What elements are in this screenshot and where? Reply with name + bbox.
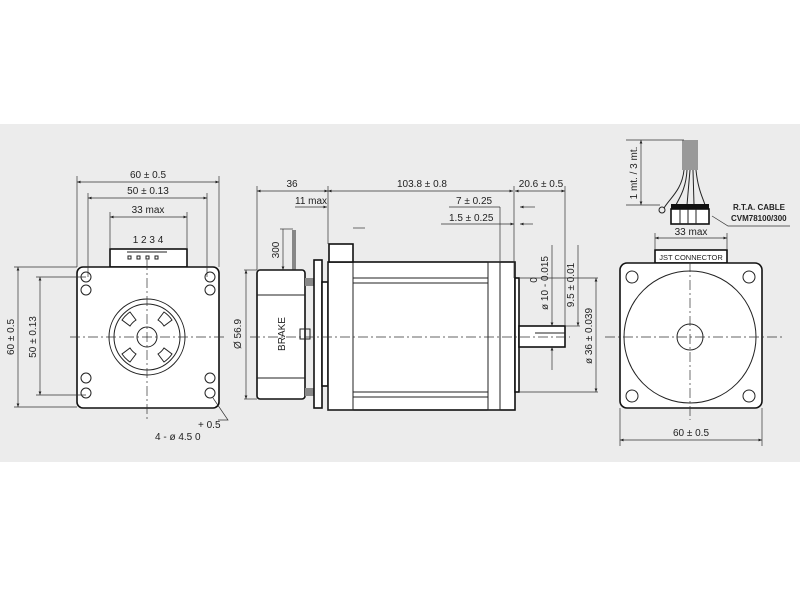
dim-gap: 11 max (295, 196, 327, 207)
cable (682, 140, 698, 170)
dim-flat: 9.5 ± 0.01 (566, 262, 577, 307)
flange (313, 259, 323, 409)
dim-brake-length: 36 (286, 179, 298, 190)
dim-width-holes: 50 ± 0.13 (127, 186, 169, 197)
front-view: 60 ± 0.5 50 ± 0.13 33 max 1 2 3 4 60 ± 0… (6, 170, 229, 443)
shaft (518, 325, 566, 348)
rear-plate (619, 262, 763, 409)
dim-height-holes: 50 ± 0.13 (28, 316, 39, 358)
dim-connector-width: 33 max (132, 205, 165, 216)
brake-label: BRAKE (277, 317, 288, 351)
dim-connector-width: 33 max (675, 227, 708, 238)
jst-connector-label: JST CONNECTOR (659, 253, 723, 262)
side-view: 36 103.8 ± 0.8 20.6 ± 0.5 11 max 7 ± 0.2… (233, 179, 598, 411)
dim-body-length: 103.8 ± 0.8 (397, 179, 447, 190)
dim-rear-width: 60 ± 0.5 (673, 428, 710, 439)
pin-numbers: 1 2 3 4 (133, 235, 164, 246)
brake (256, 269, 306, 400)
dim-cable: 300 (271, 241, 282, 258)
dim-width-outer: 60 ± 0.5 (130, 170, 167, 181)
cable-connector (670, 208, 710, 225)
dim-pilot-diameter: ø 36 ± 0.039 (584, 308, 595, 365)
cable-name: R.T.A. CABLE (733, 203, 786, 212)
dim-brake-diameter: Ø 56.9 (233, 319, 244, 349)
hole-tolerance: + 0.5 (198, 420, 221, 431)
dim-boss-a: 7 ± 0.25 (456, 196, 493, 207)
motor-body (327, 261, 516, 411)
mounting-plate (76, 266, 220, 409)
shaft-tol-zero: 0 (529, 277, 540, 283)
hole-spec: 4 - ø 4.5 0 (155, 432, 201, 443)
dim-shaft-diameter: ø 10 - 0.015 (540, 256, 551, 310)
body-connector (328, 243, 354, 263)
dim-cable-length: 1 mt. / 3 mt. (629, 147, 640, 200)
dim-boss-b: 1.5 ± 0.25 (449, 213, 494, 224)
mounting-holes (80, 271, 216, 399)
cable-code: CVM78100/300 (731, 214, 787, 223)
dim-shaft-length: 20.6 ± 0.5 (519, 179, 564, 190)
rear-view: 1 mt. / 3 mt. R.T.A. CABLE CVM78100/300 … (605, 139, 790, 446)
dim-height-outer: 60 ± 0.5 (6, 319, 17, 356)
